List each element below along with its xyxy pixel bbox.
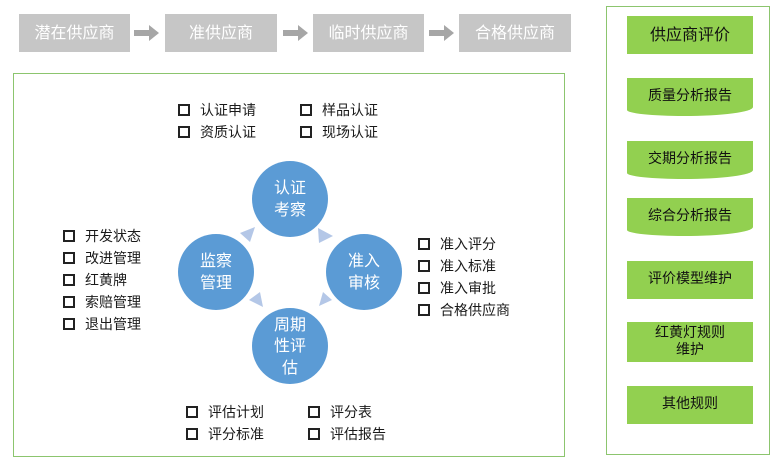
comprehensive-analysis-report-button[interactable]: 综合分析报告 xyxy=(627,198,753,236)
checklist-item: 准入标准 xyxy=(440,259,496,275)
checklist-item: 样品认证 xyxy=(322,103,378,119)
checkbox-icon xyxy=(63,274,75,286)
circle-certification: 认证 考察 xyxy=(252,161,328,237)
checkbox-icon xyxy=(186,406,198,418)
checklist-item: 红黄牌 xyxy=(85,273,127,289)
stage-qualified-supplier: 合格供应商 xyxy=(459,14,571,52)
checkbox-icon xyxy=(63,296,75,308)
checklist-item: 现场认证 xyxy=(322,125,378,141)
checklist-item: 评估报告 xyxy=(330,427,386,443)
traffic-light-rule-maintenance-button[interactable]: 红黄灯规则 维护 xyxy=(627,322,753,362)
circle-admission: 准入 审核 xyxy=(326,234,402,310)
stage-temporary-supplier: 临时供应商 xyxy=(313,14,424,52)
checkbox-icon xyxy=(178,126,190,138)
cycle-arrow-icon xyxy=(318,228,333,243)
checkbox-icon xyxy=(300,104,312,116)
checklist-certification: 认证申请 资质认证 样品认证 现场认证 xyxy=(178,99,378,143)
checkbox-icon xyxy=(63,252,75,264)
cycle-arrow-icon xyxy=(319,292,332,306)
checkbox-icon xyxy=(418,304,430,316)
circle-supervision: 监察 管理 xyxy=(178,234,254,310)
checklist-item: 合格供应商 xyxy=(440,303,510,319)
evaluation-model-maintenance-button[interactable]: 评价模型维护 xyxy=(627,261,753,299)
checkbox-icon xyxy=(186,428,198,440)
checkbox-icon xyxy=(308,428,320,440)
checkbox-icon xyxy=(418,260,430,272)
other-rules-button[interactable]: 其他规则 xyxy=(627,386,753,424)
checkbox-icon xyxy=(300,126,312,138)
checkbox-icon xyxy=(418,282,430,294)
checkbox-icon xyxy=(418,238,430,250)
circle-periodic-evaluation: 周期 性评 估 xyxy=(252,308,328,384)
checklist-item: 评估计划 xyxy=(208,405,264,421)
checklist-item: 准入评分 xyxy=(440,237,496,253)
checklist-item: 开发状态 xyxy=(85,229,141,245)
checkbox-icon xyxy=(308,406,320,418)
delivery-analysis-report-button[interactable]: 交期分析报告 xyxy=(627,141,753,179)
arrow-right-icon xyxy=(429,25,454,41)
checklist-item: 退出管理 xyxy=(85,317,141,333)
checkbox-icon xyxy=(63,230,75,242)
checklist-admission: 准入评分 准入标准 准入审批 合格供应商 xyxy=(418,233,510,321)
checkbox-icon xyxy=(178,104,190,116)
checkbox-icon xyxy=(63,318,75,330)
stage-prospective-supplier: 准供应商 xyxy=(165,14,277,52)
checklist-item: 索赔管理 xyxy=(85,295,141,311)
cycle-arrow-icon xyxy=(249,292,263,307)
checklist-item: 资质认证 xyxy=(200,125,256,141)
checklist-item: 评分表 xyxy=(330,405,372,421)
checklist-supervision: 开发状态 改进管理 红黄牌 索赔管理 退出管理 xyxy=(63,225,141,335)
arrow-right-icon xyxy=(134,25,159,41)
checklist-item: 改进管理 xyxy=(85,251,141,267)
lifecycle-panel xyxy=(13,73,565,457)
arrow-right-icon xyxy=(283,25,308,41)
supplier-evaluation-button[interactable]: 供应商评价 xyxy=(627,16,753,54)
stage-potential-supplier: 潜在供应商 xyxy=(19,14,130,52)
checklist-periodic-evaluation: 评估计划 评分标准 评分表 评估报告 xyxy=(186,401,386,445)
checklist-item: 认证申请 xyxy=(200,103,256,119)
checklist-item: 准入审批 xyxy=(440,281,496,297)
checklist-item: 评分标准 xyxy=(208,427,264,443)
cycle-arrow-icon xyxy=(240,227,255,242)
quality-analysis-report-button[interactable]: 质量分析报告 xyxy=(627,78,753,116)
